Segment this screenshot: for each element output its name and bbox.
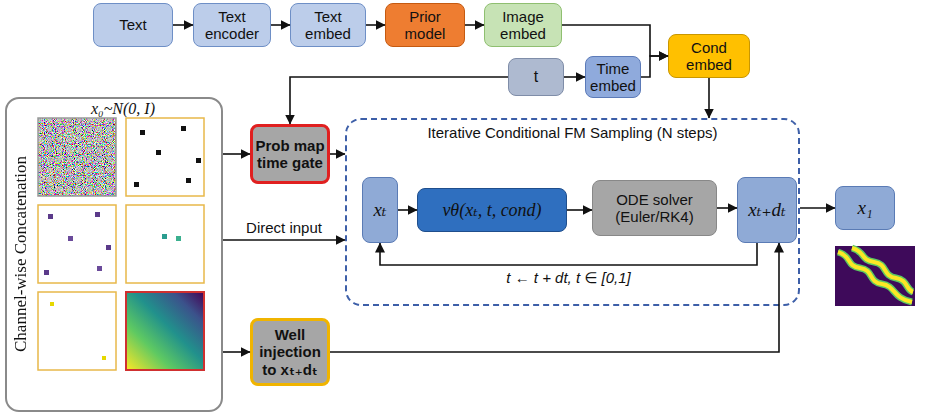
node-label: Time embed	[588, 60, 638, 95]
edge-label: t ← t + dt, t ∈ [0,1]	[506, 269, 630, 287]
output-facies-image	[835, 246, 915, 306]
art-rect	[162, 234, 167, 239]
edge-label: Direct input	[246, 219, 322, 236]
node-label: x₁	[857, 197, 872, 219]
group-title: Iterative Conditional FM Sampling (N ste…	[347, 124, 798, 141]
flow-arrow	[567, 209, 592, 211]
node-label: ODE solver (Euler/RK4)	[599, 191, 711, 226]
flow-arrow	[465, 24, 484, 26]
art-rect	[97, 266, 102, 271]
injection-box: Well injection to xₜ₊dₜ	[250, 318, 330, 386]
art-rect	[134, 182, 139, 187]
art-path	[838, 252, 912, 302]
flow-arrow	[223, 239, 345, 241]
art-path	[852, 248, 913, 292]
art-rect	[126, 292, 204, 370]
input-box: Text	[93, 3, 173, 47]
node-label: Image embed	[493, 8, 553, 43]
flow-arrow	[223, 153, 250, 155]
gate-box: Prob map time gate	[250, 124, 330, 184]
group-label: Channel-wise Concatenation	[11, 99, 31, 410]
art-rect	[68, 236, 73, 241]
node-label: Text embed	[298, 8, 358, 43]
flow-arrow	[271, 24, 290, 26]
group-title: x₀~N(0, I)	[25, 100, 221, 118]
time-box: t	[508, 58, 564, 96]
state-box: xₜ	[362, 177, 398, 243]
art-rect	[126, 205, 204, 283]
art-rect	[186, 178, 191, 183]
art-rect	[126, 292, 204, 370]
well-map-black	[126, 118, 204, 196]
flow-arrow	[708, 78, 710, 118]
art-rect	[44, 270, 49, 275]
encoder-box: Text encoder	[193, 3, 271, 47]
art-rect	[176, 236, 181, 241]
flow-arrow	[173, 24, 193, 26]
art-rect	[156, 150, 161, 155]
image-embed-box: Image embed	[484, 3, 562, 47]
art-rect	[48, 214, 53, 219]
art-rect	[102, 356, 106, 360]
node-label: xₜ	[373, 199, 386, 221]
prior-box: Prior model	[385, 3, 465, 47]
node-label: vθ(xₜ, t, cond)	[442, 200, 541, 221]
input-stack-box: x₀~N(0, I)Channel-wise Concatenation	[5, 97, 223, 412]
solver-box: ODE solver (Euler/RK4)	[592, 180, 717, 236]
time-embed-box: Time embed	[585, 56, 641, 98]
flow-arrow	[717, 207, 737, 209]
art-rect	[196, 158, 201, 163]
art-rect	[140, 130, 145, 135]
art-rect	[38, 205, 116, 283]
flow-arrow	[330, 243, 779, 352]
flow-arrow	[223, 351, 250, 353]
node-label: xₜ₊dₜ	[748, 199, 785, 221]
node-label: Text	[119, 16, 147, 33]
art-rect	[181, 126, 186, 131]
art-rect	[126, 118, 204, 196]
flow-arrow	[641, 56, 668, 77]
embed-box: Text embed	[290, 3, 366, 47]
cond-embed-box: Cond embed	[668, 34, 750, 78]
node-label: Text encoder	[199, 8, 265, 43]
node-label: Cond embed	[679, 39, 739, 74]
flow-arrow	[564, 76, 585, 78]
node-label: Prior model	[395, 8, 455, 43]
node-label: Well injection to xₜ₊dₜ	[255, 326, 325, 378]
flow-arrow	[398, 209, 417, 211]
noise-frame	[38, 118, 116, 196]
art-path	[852, 248, 913, 292]
velocity-box: vθ(xₜ, t, cond)	[417, 188, 567, 232]
flow-arrow	[562, 25, 668, 56]
flow-arrow	[366, 24, 385, 26]
node-label: t	[534, 68, 538, 86]
art-rect	[835, 246, 915, 306]
art-rect	[38, 292, 116, 370]
flow-arrow	[330, 153, 345, 155]
art-rect	[106, 245, 111, 250]
art-rect	[95, 212, 100, 217]
flow-arrow	[290, 77, 508, 124]
flow-arrow	[800, 207, 835, 209]
output-box: x₁	[835, 186, 895, 230]
probability-map	[126, 292, 204, 370]
well-map-yellow	[38, 292, 116, 370]
node-label: Prob map time gate	[254, 137, 326, 172]
art-rect	[50, 302, 54, 306]
well-map-teal	[126, 205, 204, 283]
noise-image	[38, 118, 116, 196]
art-path	[838, 252, 912, 302]
flow-arrow	[380, 243, 757, 265]
well-map-purple	[38, 205, 116, 283]
state-box: xₜ₊dₜ	[737, 177, 797, 243]
